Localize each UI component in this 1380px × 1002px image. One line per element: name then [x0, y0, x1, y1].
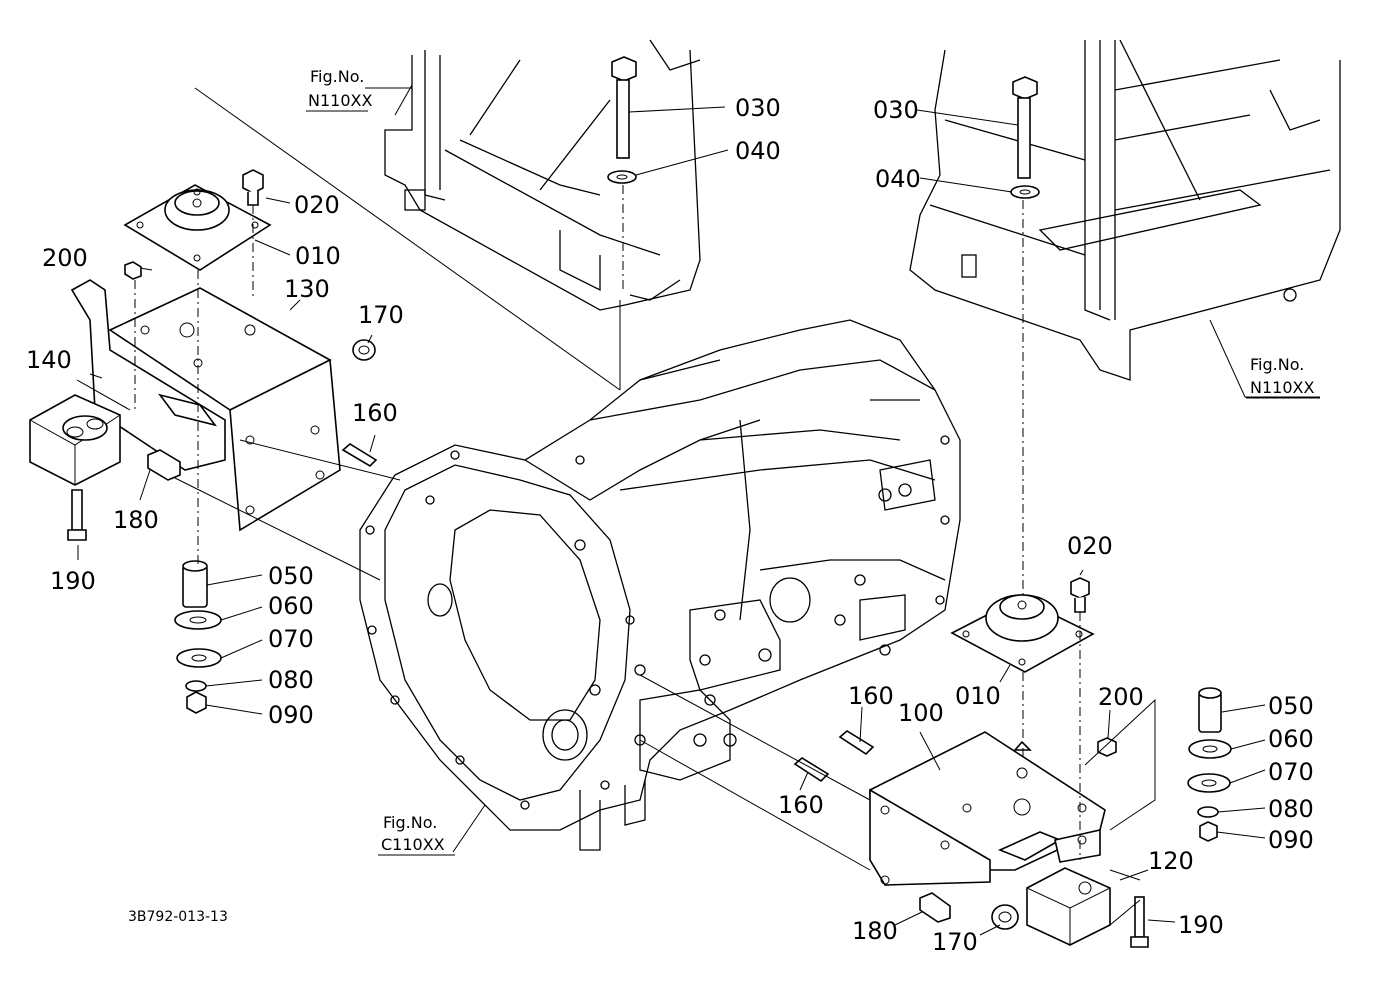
label-060-right: 060: [1268, 725, 1314, 753]
label-010-right: 010: [955, 682, 1001, 710]
fig-ref-bottom-number: C110XX: [381, 835, 445, 854]
drawing-code: 3B792-013-13: [128, 909, 228, 925]
washer-060-left: [174, 610, 222, 630]
right-mount-assembly: [607, 56, 1232, 948]
nut-200-right: [1097, 737, 1117, 757]
stud-160-left: [341, 443, 378, 468]
bolt-030-right: [1012, 76, 1038, 100]
washer-070-left: [176, 648, 222, 668]
nut-170-left: [352, 339, 376, 361]
label-090-left: 090: [268, 701, 314, 729]
figure-references: Fig.No. N110XX Fig.No. N110XX Fig.No. C1…: [306, 67, 1320, 856]
fig-ref-bottom-label: Fig.No.: [383, 813, 437, 832]
label-030-left: 030: [735, 94, 781, 122]
label-160-left: 160: [352, 399, 398, 427]
label-080-left: 080: [268, 666, 314, 694]
washer-040-right: [1010, 185, 1040, 199]
nut-170-right: [991, 904, 1019, 930]
label-080-right: 080: [1268, 795, 1314, 823]
stud-160-right-a: [838, 730, 875, 756]
label-200-left: 200: [42, 244, 88, 272]
washer-070-right: [1187, 773, 1231, 793]
label-170-right: 170: [932, 928, 978, 956]
label-190-right: 190: [1178, 911, 1224, 939]
label-090-right: 090: [1268, 826, 1314, 854]
label-120: 120: [1148, 847, 1194, 875]
label-060-left: 060: [268, 592, 314, 620]
bolt-030-left: [611, 56, 637, 82]
label-200-right: 200: [1098, 683, 1144, 711]
label-030-right: 030: [873, 96, 919, 124]
frame-top-right: [909, 39, 1341, 381]
label-070-left: 070: [268, 625, 314, 653]
bracket-130: [70, 279, 226, 471]
bolt-020-left: [242, 169, 264, 194]
nut-200-left: [124, 261, 142, 280]
transmission-case: [359, 319, 961, 851]
label-050-right: 050: [1268, 692, 1314, 720]
label-040-right: 040: [875, 165, 921, 193]
frame-top-left: [384, 39, 701, 311]
block-120: [1026, 867, 1111, 946]
label-130: 130: [284, 275, 330, 303]
label-040-left: 040: [735, 137, 781, 165]
spring-washer-080-right: [1197, 806, 1219, 818]
label-160-right-a: 160: [848, 682, 894, 710]
left-mount-assembly: [29, 169, 378, 714]
label-180-left: 180: [113, 506, 159, 534]
bolt-190-left: [71, 489, 83, 531]
label-180-right: 180: [852, 917, 898, 945]
label-100: 100: [898, 699, 944, 727]
label-010-left: 010: [295, 242, 341, 270]
fig-ref-top-left-label: Fig.No.: [310, 67, 364, 86]
label-050-left: 050: [268, 562, 314, 590]
fig-ref-top-left-number: N110XX: [308, 91, 372, 110]
stud-180-left: [147, 449, 181, 481]
label-140: 140: [26, 346, 72, 374]
label-160-right-b: 160: [778, 791, 824, 819]
spring-washer-080-left: [185, 680, 207, 692]
nut-090-right: [1199, 821, 1218, 842]
label-070-right: 070: [1268, 758, 1314, 786]
leader-lines: [76, 84, 1320, 936]
washer-040-left: [607, 170, 637, 184]
stud-180-right: [919, 892, 951, 923]
fig-ref-right-label: Fig.No.: [1250, 355, 1304, 374]
fig-ref-right-number: N110XX: [1250, 378, 1314, 397]
label-190-left: 190: [50, 567, 96, 595]
bolt-020-right: [1070, 577, 1090, 599]
label-020-right: 020: [1067, 532, 1113, 560]
washer-060-right: [1188, 739, 1232, 759]
nut-090-left: [186, 691, 207, 714]
part-number-labels: 020 010 200 130 170 140 160 180 190 050 …: [26, 94, 1314, 956]
label-170-left: 170: [358, 301, 404, 329]
label-020-left: 020: [294, 191, 340, 219]
